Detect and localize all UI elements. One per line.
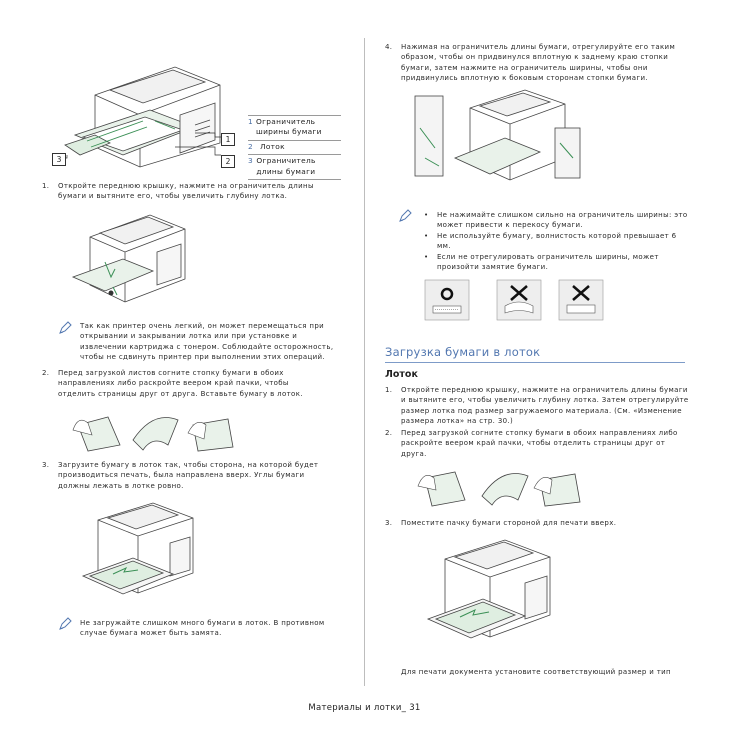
callout-2: 2 — [221, 155, 235, 168]
paper-fan-illustration — [417, 471, 581, 507]
legend-label: Ограничитель ширины бумаги — [256, 117, 322, 137]
step-text: Нажимая на ограничитель длины бумаги, от… — [401, 43, 676, 83]
parts-legend: 1 Ограничитель ширины бумаги 2 Лоток 3 О… — [248, 115, 341, 181]
adjust-guides-illustration — [414, 89, 581, 181]
guide-correctness-icons — [424, 279, 604, 321]
note-overload: Не загружайте слишком много бумаги в лот… — [80, 619, 325, 638]
section-rule — [385, 362, 685, 363]
correct-guide-icon — [424, 279, 470, 321]
step-1: 1. Откройте переднюю крышку, нажмите на … — [42, 181, 327, 202]
legend-row: 3 Ограничитель длины бумаги — [248, 154, 341, 181]
step-text: Откройте переднюю крышку, нажмите на огр… — [401, 386, 689, 426]
step-4: 4. Нажимая на ограничитель длины бумаги,… — [385, 42, 690, 84]
subsection-title: Лоток — [385, 369, 418, 380]
bullet-item: •Не нажимайте слишком сильно на ограничи… — [424, 211, 688, 230]
bullet-text: Не нажимайте слишком сильно на ограничит… — [437, 211, 688, 230]
printer-paper-face-up-illustration — [426, 539, 551, 639]
callout-1: 1 — [221, 133, 235, 146]
section-title: Загрузка бумаги в лоток — [385, 345, 541, 359]
step-text: Перед загрузкой листов согните стопку бу… — [58, 369, 303, 398]
legend-number: 2 — [248, 141, 253, 151]
bullet-text: Не используйте бумагу, волнистость котор… — [437, 231, 677, 251]
step-number: 1. — [385, 386, 393, 394]
bottom-continued-text: Для печати документа установите соответс… — [401, 668, 671, 676]
printer-extend-tray-illustration — [71, 214, 186, 303]
legend-row: 2 Лоток — [248, 139, 341, 154]
wrong-guide-icon-2 — [558, 279, 604, 321]
bullet-item: •Не используйте бумагу, волнистость кото… — [424, 231, 677, 251]
step-text: Откройте переднюю крышку, нажмите на огр… — [58, 182, 314, 201]
step-number: 2. — [42, 369, 50, 377]
step-3: 3. Загрузите бумагу в лоток так, чтобы с… — [42, 460, 327, 491]
step-text: Поместите пачку бумаги стороной для печа… — [401, 519, 617, 527]
bullet-item: •Если не отрегулировать ограничитель шир… — [424, 252, 659, 272]
column-divider — [364, 38, 365, 686]
step-2: 2. Перед загрузкой листов согните стопку… — [42, 368, 327, 399]
step-number: 3. — [385, 519, 393, 527]
callout-3: 3 — [52, 153, 66, 166]
note-icon — [59, 617, 72, 630]
legend-label: Лоток — [260, 141, 285, 151]
legend-row: 1 Ограничитель ширины бумаги — [248, 115, 341, 140]
step-number: 2. — [385, 429, 393, 437]
printer-tray-guides-illustration — [59, 66, 221, 168]
step-number: 4. — [385, 43, 393, 51]
paper-flex-illustration — [72, 416, 234, 452]
warning-bullets: •Не нажимайте слишком сильно на ограничи… — [424, 210, 692, 272]
note-printer-light: Так как принтер очень легкий, он может п… — [80, 322, 334, 362]
step-number: 3. — [42, 461, 50, 469]
note-icon — [59, 321, 72, 334]
tray-step-3: 3. Поместите пачку бумаги стороной для п… — [385, 518, 690, 528]
bullet-text: Если не отрегулировать ограничитель шири… — [437, 252, 659, 272]
legend-label: Ограничитель длины бумаги — [256, 156, 316, 176]
tray-step-1: 1. Откройте переднюю крышку, нажмите на … — [385, 385, 690, 427]
step-text: Перед загрузкой согните стопку бумаги в … — [401, 429, 678, 458]
step-number: 1. — [42, 182, 50, 190]
legend-number: 1 — [248, 117, 253, 126]
step-text: Загрузите бумагу в лоток так, чтобы стор… — [58, 461, 319, 490]
note-icon — [399, 209, 412, 222]
tray-step-2: 2. Перед загрузкой согните стопку бумаги… — [385, 428, 690, 459]
legend-number: 3 — [248, 156, 253, 166]
wrong-guide-icon-1 — [496, 279, 542, 321]
page-footer: Материалы и лотки_ 31 — [308, 703, 421, 713]
printer-load-paper-illustration — [81, 502, 194, 595]
